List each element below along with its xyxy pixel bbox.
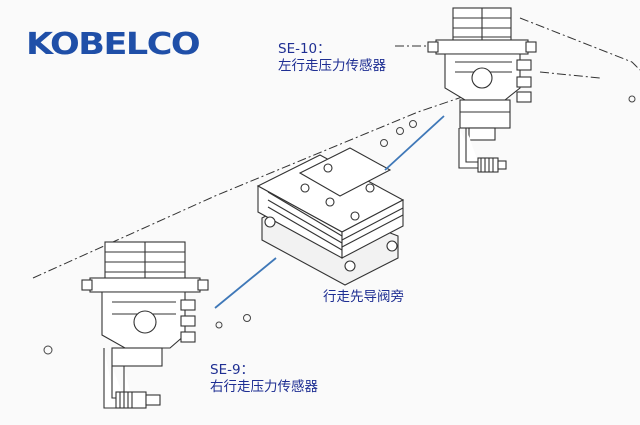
sensor-icon-se9 bbox=[81, 241, 209, 409]
small-bolt-holes bbox=[43, 95, 636, 355]
label-se9-code: SE-9： bbox=[210, 362, 255, 378]
pointer-line-se9 bbox=[214, 257, 277, 309]
label-se10-desc: 左行走压力传感器 bbox=[278, 58, 386, 74]
sensor-icon-se10 bbox=[427, 7, 537, 173]
pointer-line-se10 bbox=[384, 115, 445, 171]
label-pilot-valve: 行走先导阀旁 bbox=[323, 289, 404, 305]
pointer-lines bbox=[214, 115, 445, 309]
pilot-valve-icon bbox=[256, 147, 405, 286]
brand-logo: KOBELCO bbox=[26, 27, 201, 62]
label-se9-desc: 右行走压力传感器 bbox=[210, 379, 318, 395]
label-se10-code: SE-10： bbox=[278, 41, 331, 57]
